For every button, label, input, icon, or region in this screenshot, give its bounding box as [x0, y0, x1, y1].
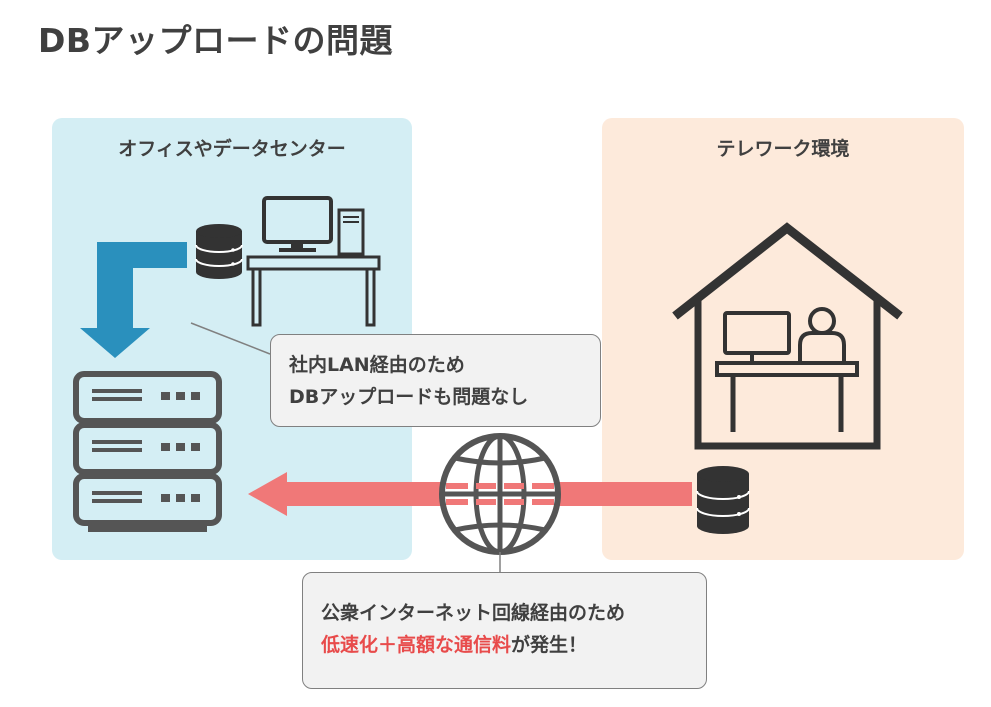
callout-internet-line2: 低速化＋高額な通信料が発生！ — [321, 629, 706, 661]
page-title: DBアップロードの問題 — [38, 21, 394, 60]
callout-internet-line1: 公衆インターネット回線経由のため — [321, 602, 626, 624]
database-icon — [195, 224, 243, 279]
callout-internet: 公衆インターネット回線経由のため 低速化＋高額な通信料が発生！ — [302, 572, 707, 689]
home-panel-title: テレワーク環境 — [716, 138, 850, 160]
database-icon — [696, 466, 750, 534]
callout-lan: 社内LAN経由のため DBアップロードも問題なし — [270, 334, 601, 427]
callout-pointer-lan — [190, 322, 271, 355]
office-panel-title: オフィスやデータセンター — [118, 138, 346, 160]
callout-internet-line2-rest: が発生！ — [511, 634, 588, 656]
callout-lan-line1: 社内LAN経由のため — [289, 354, 465, 376]
house-worker-icon — [672, 222, 903, 450]
blue-down-arrow — [80, 242, 187, 358]
highlight-cost-text: 低速化＋高額な通信料 — [321, 634, 512, 656]
globe-icon — [439, 433, 561, 555]
callout-lan-line2: DBアップロードも問題なし — [289, 386, 529, 408]
server-rack-icon — [73, 371, 222, 532]
desk-computer-icon — [246, 196, 381, 327]
